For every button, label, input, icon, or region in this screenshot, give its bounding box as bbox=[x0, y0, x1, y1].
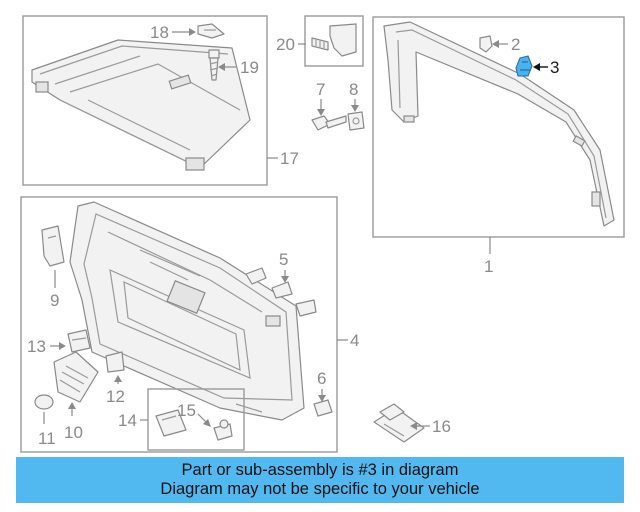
svg-text:14: 14 bbox=[118, 411, 137, 430]
svg-text:5: 5 bbox=[279, 250, 288, 269]
svg-text:1: 1 bbox=[484, 257, 493, 276]
svg-text:20: 20 bbox=[276, 35, 295, 54]
callout-19: 19 bbox=[218, 58, 259, 77]
svg-text:3: 3 bbox=[550, 58, 559, 77]
screw-part-19[interactable] bbox=[208, 49, 220, 81]
clip-part-3-highlighted[interactable] bbox=[515, 55, 533, 77]
callout-13: 13 bbox=[27, 337, 66, 356]
callout-9: 9 bbox=[50, 270, 59, 310]
cargo-cover-group-box bbox=[22, 15, 268, 186]
clip-part-5[interactable] bbox=[245, 267, 317, 317]
lens-part-12[interactable] bbox=[105, 351, 125, 373]
clip-part-18[interactable] bbox=[197, 23, 225, 39]
callout-20: 20 bbox=[276, 35, 306, 54]
nut-part-8[interactable] bbox=[347, 111, 365, 131]
lamp-part-10[interactable] bbox=[53, 351, 99, 403]
callout-4: 4 bbox=[337, 331, 359, 350]
svg-text:16: 16 bbox=[432, 417, 451, 436]
svg-text:2: 2 bbox=[511, 35, 520, 54]
bulb-part-15[interactable] bbox=[213, 419, 233, 441]
callout-15: 15 bbox=[177, 401, 211, 427]
callout-5: 5 bbox=[279, 250, 289, 283]
svg-text:6: 6 bbox=[317, 369, 326, 388]
callout-18: 18 bbox=[150, 23, 196, 42]
bracket-part-20[interactable] bbox=[311, 23, 357, 57]
callout-8: 8 bbox=[349, 80, 359, 112]
svg-text:17: 17 bbox=[280, 149, 299, 168]
garnish-part-1[interactable] bbox=[383, 21, 615, 227]
cargo-cover-part[interactable] bbox=[31, 39, 251, 171]
svg-text:9: 9 bbox=[50, 291, 59, 310]
callout-3: 3 bbox=[533, 58, 559, 77]
callout-12: 12 bbox=[106, 375, 125, 406]
callout-6: 6 bbox=[317, 369, 326, 402]
clip-part-2[interactable] bbox=[479, 35, 493, 53]
clip-part-6[interactable] bbox=[313, 399, 333, 417]
svg-text:4: 4 bbox=[350, 331, 359, 350]
svg-text:13: 13 bbox=[27, 337, 46, 356]
switch-part-13[interactable] bbox=[67, 329, 91, 353]
callout-2: 2 bbox=[492, 35, 520, 54]
info-banner: Part or sub-assembly is #3 in diagram Di… bbox=[16, 457, 624, 503]
svg-text:12: 12 bbox=[106, 387, 125, 406]
lamp-part-16[interactable] bbox=[373, 403, 425, 443]
svg-text:11: 11 bbox=[38, 429, 56, 448]
svg-text:15: 15 bbox=[177, 401, 196, 420]
bulb-part-11[interactable] bbox=[34, 394, 54, 410]
banner-line-1: Part or sub-assembly is #3 in diagram bbox=[181, 461, 459, 479]
cover-part-9[interactable] bbox=[41, 225, 65, 267]
tailgate-trim-group-box bbox=[20, 196, 338, 453]
banner-line-2: Diagram may not be specific to your vehi… bbox=[160, 480, 480, 498]
svg-text:19: 19 bbox=[240, 58, 259, 77]
callout-10: 10 bbox=[64, 402, 83, 442]
callout-1: 1 bbox=[484, 237, 493, 276]
callout-7: 7 bbox=[316, 80, 325, 116]
callout-17: 17 bbox=[267, 149, 299, 168]
callout-14: 14 bbox=[118, 411, 148, 430]
svg-text:18: 18 bbox=[150, 23, 169, 42]
tailgate-trim-part-4[interactable] bbox=[69, 201, 305, 421]
svg-text:8: 8 bbox=[349, 80, 358, 99]
svg-text:10: 10 bbox=[64, 423, 83, 442]
svg-text:7: 7 bbox=[316, 80, 325, 99]
callout-16: 16 bbox=[410, 417, 451, 436]
callout-11: 11 bbox=[38, 412, 56, 448]
lamp-housing-part-14[interactable] bbox=[155, 409, 187, 437]
bolt-part-7[interactable] bbox=[311, 115, 347, 131]
garnish-group-box bbox=[372, 16, 625, 238]
bracket-group-box bbox=[304, 15, 364, 67]
